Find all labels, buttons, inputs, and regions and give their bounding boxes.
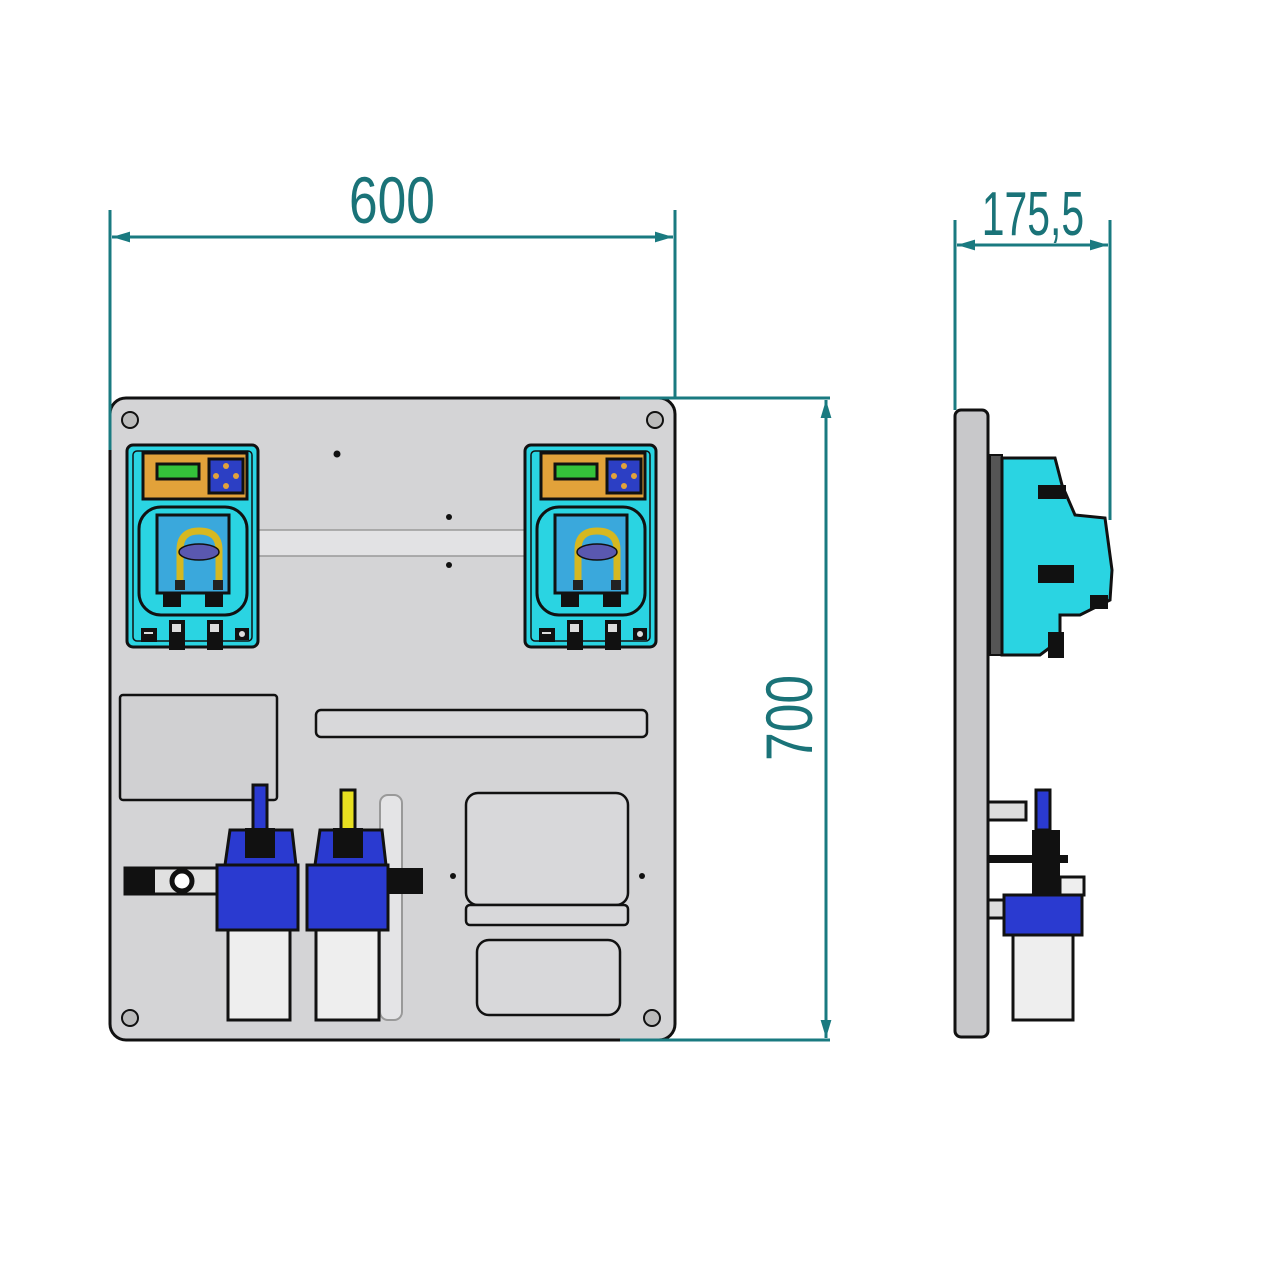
recess-ledge (464, 903, 630, 927)
probe-holder-right (305, 788, 390, 1022)
mounting-holes (333, 450, 645, 879)
recess-lower (475, 938, 622, 1017)
dimension-width (108, 210, 677, 450)
panel-slot (314, 708, 649, 739)
recess-upper (464, 791, 630, 907)
corner-screws (121, 411, 664, 1027)
outlet-fitting (388, 868, 423, 894)
dimension-width-label: 600 (349, 163, 435, 238)
side-view (953, 408, 1114, 1039)
cover-plate (118, 693, 279, 802)
dosing-pump-left (127, 445, 258, 650)
dimension-depth-label: 175,5 (982, 180, 1084, 250)
side-panel (953, 408, 990, 1039)
dimension-height-label: 700 (752, 675, 827, 761)
inlet-pipe (123, 866, 222, 896)
front-view (108, 396, 677, 1042)
probe-holder-left (215, 783, 300, 1022)
dimension-height (620, 396, 832, 1042)
panel-groove (257, 529, 526, 557)
dimension-depth (953, 220, 1112, 520)
valve-icon (169, 868, 195, 894)
dosing-pump-right (525, 445, 656, 650)
